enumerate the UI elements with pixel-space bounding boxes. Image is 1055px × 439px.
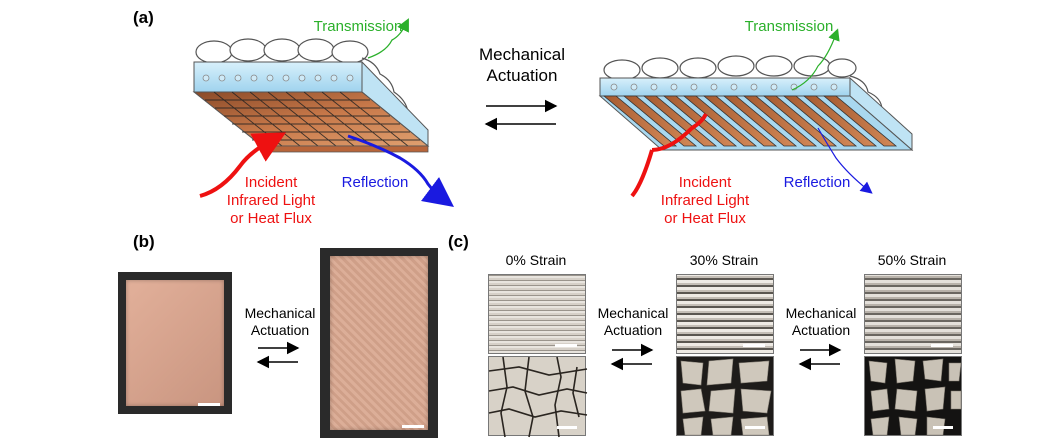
micrograph-0-low: [488, 274, 586, 354]
panel-b-label: (b): [133, 232, 155, 251]
micrograph-30-low: [676, 274, 774, 354]
micrograph-50-low: [864, 274, 962, 354]
reflection-label-left: Reflection: [341, 174, 409, 191]
scale-bar: [198, 403, 220, 406]
actuation-label-c1: Mechanical Actuation: [597, 305, 669, 338]
actuation-label-b: Mechanical Actuation: [244, 305, 316, 338]
incident-label-right: Incident Infrared Light or Heat Flux: [660, 174, 750, 227]
strain-label-30: 30% Strain: [689, 252, 759, 268]
transmission-label-right: Transmission: [744, 18, 834, 35]
sample-photo-unstretched: [118, 272, 232, 414]
panel-a-label: (a): [133, 8, 154, 27]
strain-label-0: 0% Strain: [505, 252, 567, 268]
strain-label-50: 50% Strain: [877, 252, 947, 268]
panel-c-label: (c): [448, 232, 469, 251]
reflection-label-right: Reflection: [783, 174, 851, 191]
micrograph-0-high: [488, 356, 588, 438]
sample-photo-stretched: [320, 248, 438, 438]
actuation-label-a: Mechanical Actuation: [479, 45, 565, 85]
actuation-label-c2: Mechanical Actuation: [785, 305, 857, 338]
micrograph-30-high: [676, 356, 774, 436]
transmission-label-left: Transmission: [313, 18, 403, 35]
micrograph-50-high: [864, 356, 962, 436]
incident-label-left: Incident Infrared Light or Heat Flux: [226, 174, 316, 227]
scale-bar: [402, 425, 424, 428]
